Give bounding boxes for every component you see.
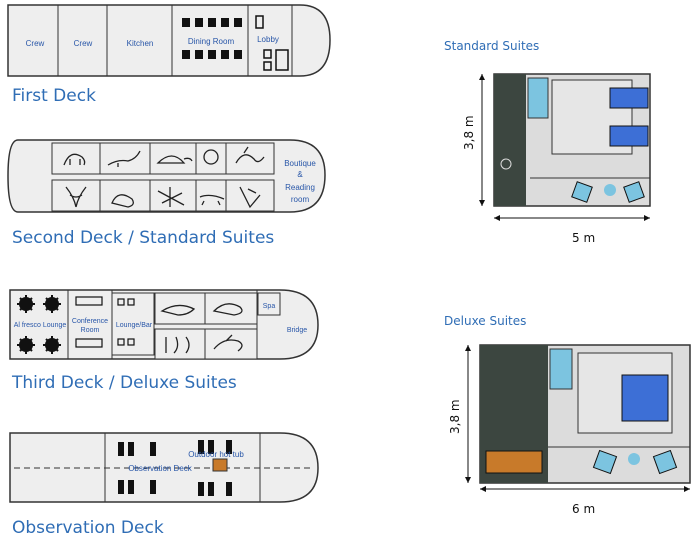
room-crew-2: Crew — [74, 39, 93, 48]
armchair-icon-2 — [623, 181, 645, 203]
anteater-icon — [63, 153, 86, 166]
dolphin-icon — [160, 304, 196, 316]
standard-suite-plan — [479, 73, 651, 221]
sea-lion-icon — [107, 150, 141, 167]
bathroom-area — [494, 74, 526, 206]
second-deck-title: Second Deck / Standard Suites — [12, 228, 275, 248]
room-crew-1: Crew — [26, 39, 45, 48]
deck-loungers-icon — [118, 440, 232, 496]
observation-label: Observation Deck — [128, 464, 193, 473]
bed-icon — [609, 87, 649, 109]
wardrobe-icon — [527, 77, 549, 119]
animal-icons — [63, 146, 265, 209]
deluxe-height-dim: 3,8 m — [448, 399, 462, 434]
armchair-icon — [592, 449, 618, 475]
deluxe-width-dim: 6 m — [572, 502, 596, 516]
seahorse-icon — [203, 149, 219, 165]
armchair-icon — [571, 181, 593, 203]
room-lobby: Lobby — [257, 35, 279, 44]
sloth-icon — [165, 336, 190, 354]
butterfly-icon — [65, 186, 87, 208]
standard-suite-title: Standard Suites — [444, 39, 540, 53]
boutique-line-4: room — [291, 195, 310, 204]
conference-label-1: Conference — [72, 318, 108, 325]
insect-icon — [239, 186, 261, 209]
lounge-bar-label: Lounge/Bar — [116, 322, 153, 329]
boutique-line-3: Reading — [285, 183, 315, 192]
dining-tables-icon — [182, 18, 242, 59]
hot-tub-label: Outdoor hot tub — [188, 450, 244, 459]
caiman-icon — [199, 194, 225, 206]
observation-deck-title: Observation Deck — [12, 518, 164, 538]
wardrobe-icon — [549, 348, 573, 390]
first-deck-title: First Deck — [12, 86, 96, 106]
table-icon — [604, 184, 616, 196]
standard-height-dim: 3,8 m — [462, 115, 476, 150]
lobby-furniture-icon — [255, 15, 289, 71]
toucan-icon — [235, 146, 265, 164]
hot-tub-icon — [212, 458, 228, 472]
tortoise-icon — [156, 155, 193, 164]
al-fresco-label: Al fresco Lounge — [14, 322, 67, 329]
conference-label-2: Room — [81, 327, 100, 334]
bed-icon-2 — [609, 125, 649, 147]
first-deck-plan: Crew Crew Kitchen Dining Room Lobby — [7, 4, 331, 77]
bathtub-icon — [485, 450, 543, 474]
armchair-icon-2 — [652, 449, 678, 475]
boutique-line-2: & — [297, 170, 303, 179]
manatee-icon — [212, 303, 243, 316]
room-kitchen: Kitchen — [127, 39, 154, 48]
frog-icon — [111, 194, 134, 208]
third-deck-plan: Al fresco Lounge Conference Room Lounge/… — [9, 289, 319, 360]
bridge-label: Bridge — [287, 327, 307, 334]
third-deck-title: Third Deck / Deluxe Suites — [12, 373, 237, 393]
room-dining: Dining Room — [188, 37, 235, 46]
table-icon — [628, 453, 640, 465]
second-deck-plan: Boutique & Reading room — [7, 139, 326, 213]
deluxe-suite-plan — [465, 344, 691, 492]
deluxe-suite-title: Deluxe Suites — [444, 314, 527, 328]
standard-width-dim: 5 m — [572, 231, 596, 245]
ant-icon — [157, 187, 185, 207]
double-bed-icon — [621, 374, 669, 422]
spa-label: Spa — [263, 303, 276, 310]
boutique-line-1: Boutique — [284, 159, 316, 168]
conference-table-icon — [75, 296, 135, 348]
observation-deck-plan: Outdoor hot tub Observation Deck — [9, 432, 319, 503]
crab-icon — [213, 334, 243, 352]
